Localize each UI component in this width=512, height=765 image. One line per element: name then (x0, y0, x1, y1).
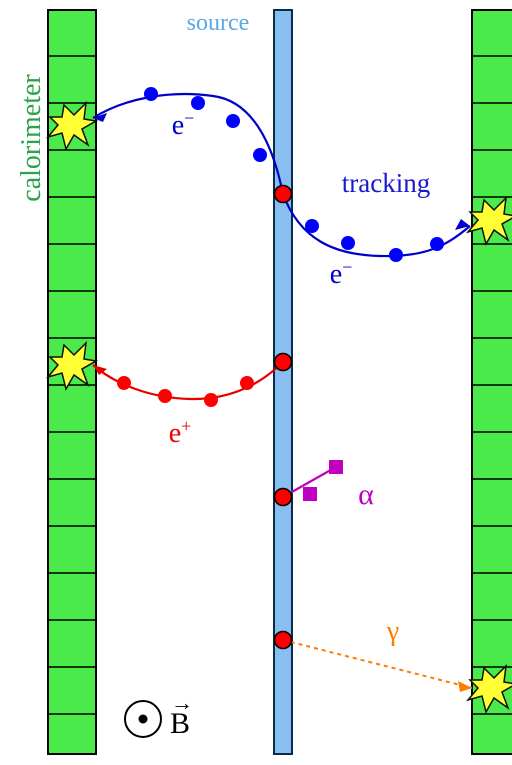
tracking-hit (117, 376, 131, 390)
positron-track (93, 362, 283, 407)
electron-upper-label: e− (172, 108, 195, 141)
tracking-hit (305, 219, 319, 233)
positron-letter: e (169, 418, 181, 449)
tracking-hit (389, 248, 403, 262)
tracking-hit (158, 389, 172, 403)
vertex-marker (275, 354, 292, 371)
vertex-marker (275, 186, 292, 203)
tracking-hit (144, 87, 158, 101)
calorimeter-label: calorimeter (16, 74, 47, 202)
tracking-hit (204, 393, 218, 407)
tracking-label: tracking (342, 168, 430, 198)
electron-right-letter: e (330, 259, 342, 290)
tracking-hit (430, 237, 444, 251)
vertex-marker (275, 632, 292, 649)
gamma-label: γ (386, 616, 399, 647)
tracking-hit (341, 236, 355, 250)
electron-upper-sign: − (184, 108, 194, 128)
electron-right-sign: − (342, 257, 352, 277)
electron-right-label: e− (330, 257, 353, 290)
positron-label: e+ (169, 416, 192, 449)
tracking-hit (226, 114, 240, 128)
electron-track-right (283, 194, 470, 262)
electron-track-upper (93, 87, 283, 194)
alpha-label: α (358, 478, 374, 511)
vertex-marker (275, 489, 292, 506)
positron-sign: + (181, 416, 191, 436)
tracking-hit (253, 148, 267, 162)
field-label: B (170, 707, 190, 740)
electron-upper-letter: e (172, 110, 184, 141)
circle-dot-icon (125, 701, 161, 737)
tracking-hit (240, 376, 254, 390)
gamma-track (283, 640, 472, 692)
source-label: source (187, 10, 250, 36)
right-calorimeter (472, 10, 512, 754)
